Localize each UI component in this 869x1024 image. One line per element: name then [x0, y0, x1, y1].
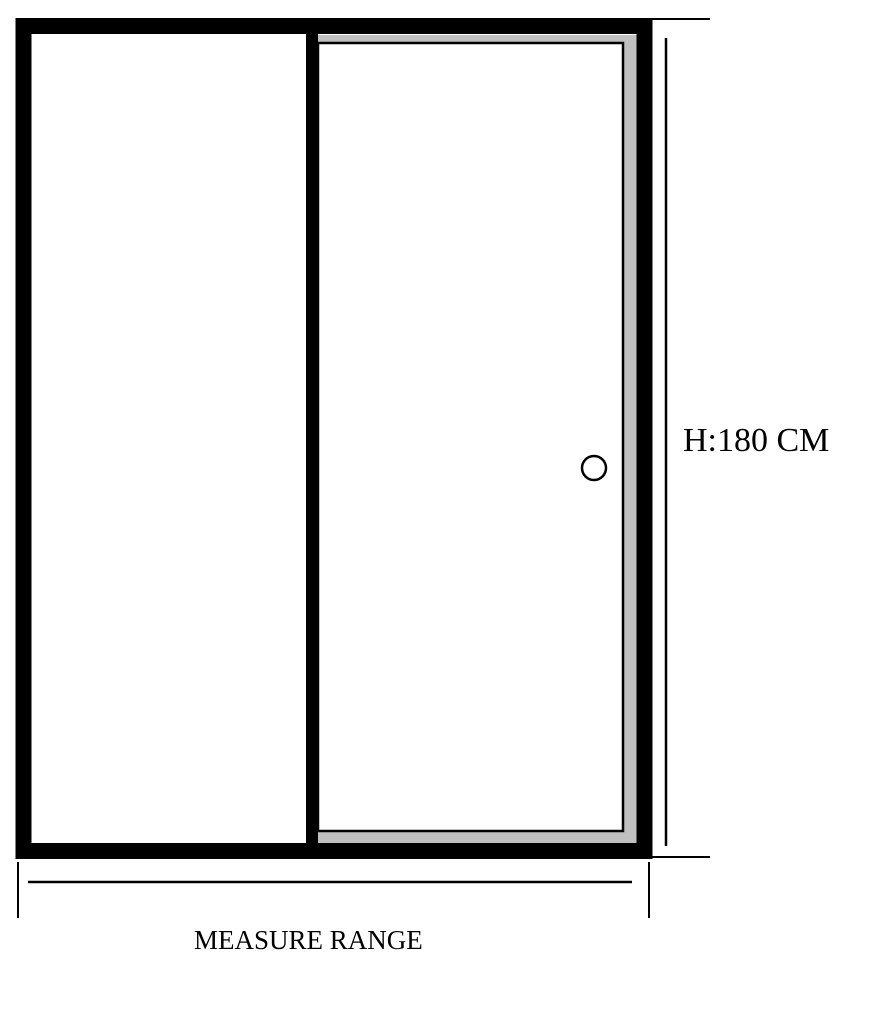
- width-dimension: [17, 862, 650, 918]
- track-bottom: [318, 831, 636, 845]
- height-label: H:180 CM: [683, 422, 829, 459]
- door-handle-icon: [580, 454, 608, 482]
- panel-divider: [306, 26, 318, 851]
- outer-frame: [15, 18, 653, 859]
- track-top: [318, 35, 636, 44]
- width-label: MEASURE RANGE: [194, 925, 423, 955]
- height-dimension: [652, 18, 710, 858]
- sliding-door-track: [318, 35, 637, 845]
- track-right: [623, 35, 637, 845]
